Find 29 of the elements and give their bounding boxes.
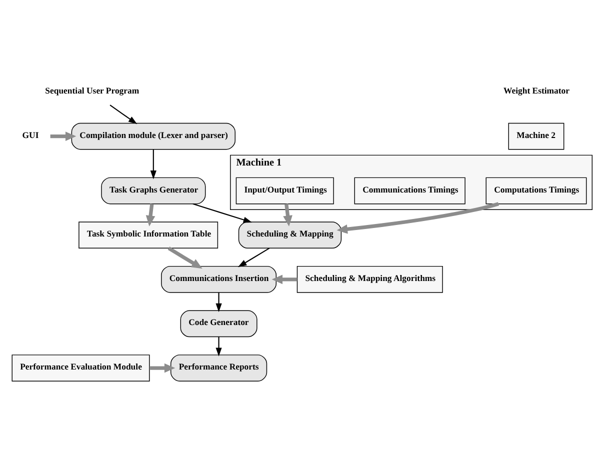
node-box: Compilation module (Lexer and parser) [71, 122, 236, 150]
node-box: Code Generator [180, 310, 258, 338]
node-box: Computations Timings [486, 177, 587, 204]
node-box: Scheduling & Mapping Algorithms [296, 266, 443, 293]
node-box: Task Symbolic Information Table [78, 222, 218, 249]
arrow [216, 336, 222, 356]
node-text: GUI [22, 130, 39, 140]
node-box: Task Graphs Generator [101, 177, 206, 204]
node-box: Performance Evaluation Module [12, 354, 150, 382]
node-box: Input/Output Timings [236, 177, 334, 204]
arrow [336, 202, 500, 234]
label: Weight Estimator [504, 86, 570, 96]
node-box: Communications Insertion [161, 266, 277, 293]
node-box: Performance Reports [170, 354, 268, 382]
arrow [216, 292, 222, 312]
node-box: Machine 2 [508, 122, 564, 150]
arrow [283, 204, 292, 226]
arrow [146, 204, 156, 226]
arrow [272, 274, 298, 284]
node-text: Sequential User Program [45, 86, 140, 96]
arrow [192, 203, 252, 223]
arrow [168, 246, 202, 269]
arrow [110, 104, 138, 124]
arrow [150, 150, 156, 180]
arrow [238, 248, 270, 268]
node-box: Scheduling & Mapping [238, 222, 342, 249]
arrow [50, 132, 76, 141]
arrow [150, 363, 176, 373]
node-box: Communications Timings [354, 177, 466, 204]
